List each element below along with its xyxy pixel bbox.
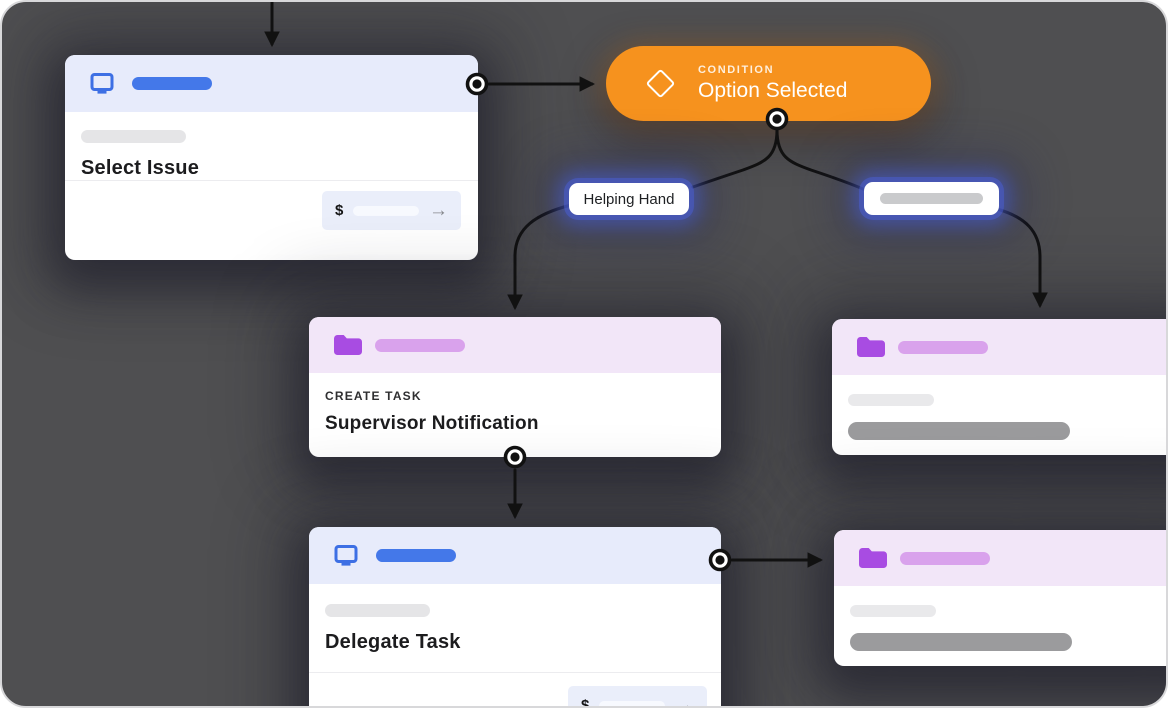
wire-condition-branch-left <box>691 128 779 189</box>
condition-title: Option Selected <box>698 79 848 102</box>
folder-icon <box>856 335 886 359</box>
node-title: Supervisor Notification <box>325 413 539 434</box>
branch-label-text: Helping Hand <box>583 190 675 208</box>
title-skeleton <box>848 422 1070 440</box>
title-skeleton <box>850 633 1072 651</box>
subtitle-skeleton <box>325 604 430 617</box>
node-title: Delegate Task <box>325 631 461 653</box>
amount-input[interactable]: $ → <box>568 686 707 708</box>
kicker-skeleton <box>848 394 934 406</box>
monitor-icon <box>333 543 359 569</box>
wire-left-branch-to-supervisor <box>507 203 573 311</box>
branch-label-helping-hand[interactable]: Helping Hand <box>569 183 689 215</box>
header-title-skeleton <box>376 549 456 562</box>
node-select-issue[interactable]: Select Issue $ → <box>65 55 478 260</box>
header-title-skeleton <box>898 340 988 354</box>
monitor-icon <box>89 71 115 97</box>
node-supervisor-notification[interactable]: CREATE TASK Supervisor Notification <box>309 317 721 457</box>
node-right-bottom[interactable] <box>834 530 1166 666</box>
kicker-skeleton <box>850 605 936 617</box>
header-title-skeleton <box>375 338 465 352</box>
header-title-skeleton <box>132 77 212 90</box>
node-header <box>834 530 1166 586</box>
amount-input[interactable]: $ → <box>322 191 461 230</box>
node-header <box>309 317 721 373</box>
node-delegate-task[interactable]: Delegate Task $ → <box>309 527 721 708</box>
input-placeholder-skeleton <box>599 700 665 706</box>
node-footer: $ → <box>65 180 478 241</box>
wire-right-branch-to-card <box>995 207 1048 309</box>
arrow-right-icon[interactable]: → <box>675 695 694 708</box>
branch-label-skeleton <box>880 193 983 204</box>
node-title: Select Issue <box>81 157 200 179</box>
node-right-middle[interactable] <box>832 319 1166 455</box>
folder-icon <box>858 546 888 570</box>
node-kicker: CREATE TASK <box>325 389 422 403</box>
node-header <box>65 55 478 112</box>
node-footer: $ → <box>309 672 721 708</box>
input-placeholder-skeleton <box>353 205 419 216</box>
dollar-prefix: $ <box>581 697 590 708</box>
node-condition[interactable]: CONDITION Option Selected <box>606 46 931 121</box>
node-header <box>309 527 721 584</box>
node-header <box>832 319 1166 375</box>
subtitle-skeleton <box>81 130 186 143</box>
condition-kicker: CONDITION <box>698 64 775 76</box>
arrow-right-icon[interactable]: → <box>429 200 448 221</box>
folder-icon <box>333 333 363 357</box>
branch-label-placeholder[interactable] <box>864 182 999 215</box>
wire-condition-branch-right <box>775 128 865 191</box>
header-title-skeleton <box>900 551 990 565</box>
dollar-prefix: $ <box>335 202 344 219</box>
diamond-icon <box>645 68 676 99</box>
